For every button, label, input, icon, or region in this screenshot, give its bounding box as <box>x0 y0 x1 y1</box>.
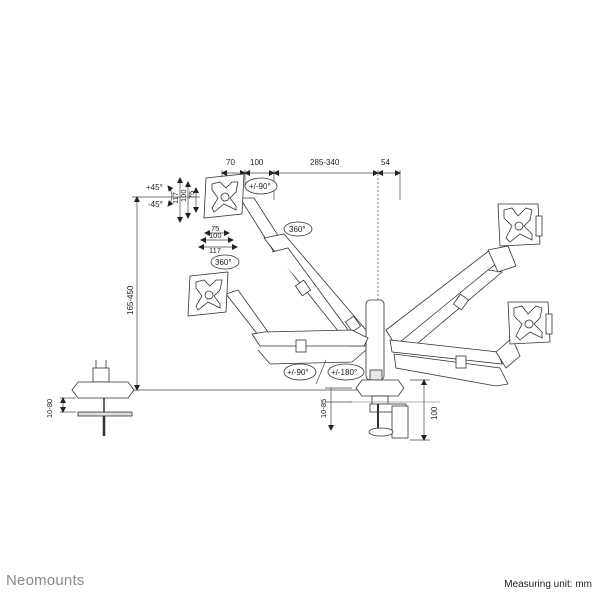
desk-clamp-dimension <box>60 397 76 413</box>
swivel-divider <box>315 359 327 385</box>
dim-vesa-117-vertical: 117 <box>171 192 180 204</box>
vesa-plate-top-right <box>497 203 543 247</box>
vesa-plate-bottom-right <box>507 301 553 345</box>
dim-vesa-100-horizontal: 100 <box>209 231 222 240</box>
swivel-b-label: 360° <box>215 258 232 267</box>
dim-top-70: 70 <box>226 158 235 167</box>
dim-top-100: 100 <box>250 158 264 167</box>
desk-clamp-side-view <box>71 360 135 436</box>
vesa-dimension-lines <box>177 177 238 250</box>
brand-logo-text: Neomounts <box>6 572 85 589</box>
tilt-up-label: +45° <box>146 183 163 192</box>
dim-top-285-340: 285-340 <box>310 158 340 167</box>
swivel-a-label: 360° <box>289 225 306 234</box>
dim-base-height: 100 <box>430 406 439 420</box>
left-lower-arm <box>225 289 369 365</box>
vesa-plate-top-left <box>203 173 245 219</box>
tilt-down-label: -45° <box>148 200 163 209</box>
dim-grommet: 10-85 <box>319 399 328 418</box>
dim-vesa-75-horizontal: 75 <box>211 224 219 233</box>
dim-vesa-117-horizontal: 117 <box>209 246 221 255</box>
screen-rotation-label: +/-90° <box>249 182 271 191</box>
base-dimension-lines <box>325 379 430 441</box>
dim-desk-clamp: 10-80 <box>45 399 54 418</box>
dim-height-range: 165-450 <box>126 285 135 315</box>
rotation-callouts <box>210 177 365 381</box>
dim-vesa-75-vertical: 75 <box>187 191 196 199</box>
dim-vesa-100-vertical: 100 <box>179 189 188 202</box>
pole-swivel-label: +/-180° <box>331 368 357 377</box>
right-upper-arm <box>385 245 517 349</box>
right-lower-arm <box>389 337 521 387</box>
central-pole <box>348 299 440 439</box>
arm-swivel-label: +/-90° <box>287 368 309 377</box>
dim-top-54: 54 <box>381 158 390 167</box>
vesa-plate-bottom-left <box>187 271 229 317</box>
measuring-unit-label: Measuring unit: mm <box>504 579 592 590</box>
tilt-arc <box>167 185 174 207</box>
left-upper-arm <box>239 197 367 347</box>
height-dimension <box>132 196 380 391</box>
